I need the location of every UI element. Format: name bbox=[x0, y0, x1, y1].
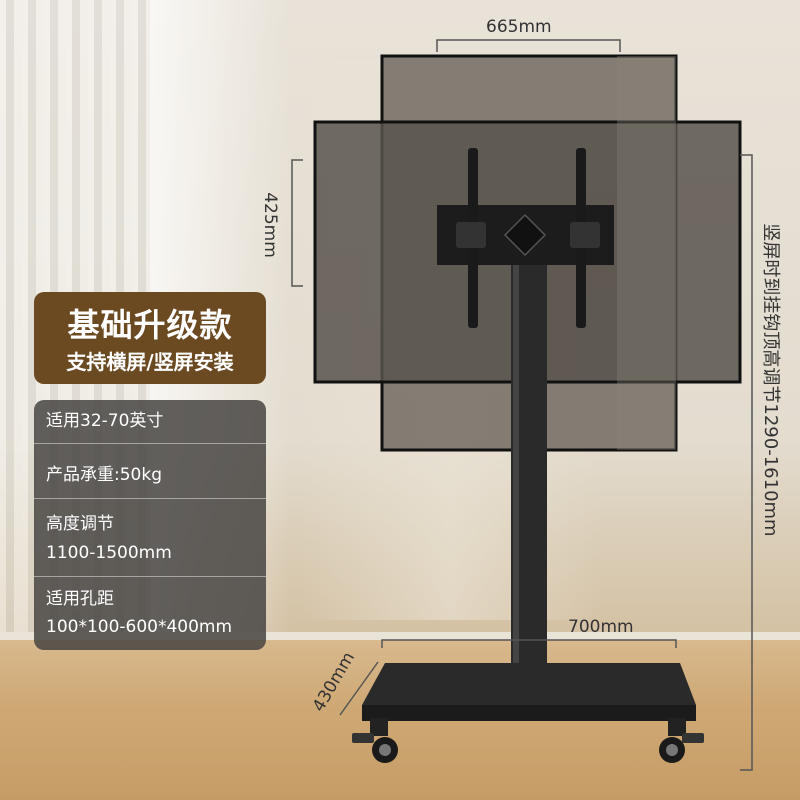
skirting-board bbox=[0, 632, 800, 642]
wheel-left bbox=[352, 718, 398, 763]
spec-size: 适用32-70英寸 bbox=[46, 411, 164, 431]
mount-slot-right bbox=[570, 222, 600, 248]
screen-reflection bbox=[617, 56, 676, 450]
stand-base bbox=[362, 663, 696, 705]
column-highlight bbox=[513, 250, 519, 670]
spec-height-title: 高度调节 bbox=[46, 514, 114, 534]
screen-height-label: 425mm bbox=[260, 192, 280, 258]
spec-vesa-value: 100*100-600*400mm bbox=[46, 617, 233, 637]
dimension-lines bbox=[291, 39, 753, 771]
spec-divider bbox=[34, 498, 266, 499]
mount-center-diamond bbox=[503, 213, 547, 257]
vertical-height-label: 竖屏时到挂钩顶高调节1290-1610mm bbox=[760, 223, 781, 537]
feature-badge: 基础升级款 支持横屏/竖屏安装 bbox=[34, 292, 266, 384]
spec-load: 产品承重:50kg bbox=[46, 465, 162, 485]
screen-width-label: 665mm bbox=[486, 17, 552, 37]
spec-panel: 适用32-70英寸 产品承重:50kg 高度调节 1100-1500mm 适用孔… bbox=[34, 400, 266, 650]
base-width-label: 700mm bbox=[568, 617, 634, 637]
base-front bbox=[362, 705, 696, 721]
badge-title: 基础升级款 bbox=[67, 306, 233, 344]
spec-divider bbox=[34, 443, 266, 444]
mount-slot-left bbox=[456, 222, 486, 248]
spec-height-value: 1100-1500mm bbox=[46, 543, 172, 563]
spec-divider bbox=[34, 576, 266, 577]
spec-vesa-title: 适用孔距 bbox=[46, 589, 114, 609]
badge-subtitle: 支持横屏/竖屏安装 bbox=[66, 350, 234, 374]
wheel-right bbox=[659, 718, 704, 763]
